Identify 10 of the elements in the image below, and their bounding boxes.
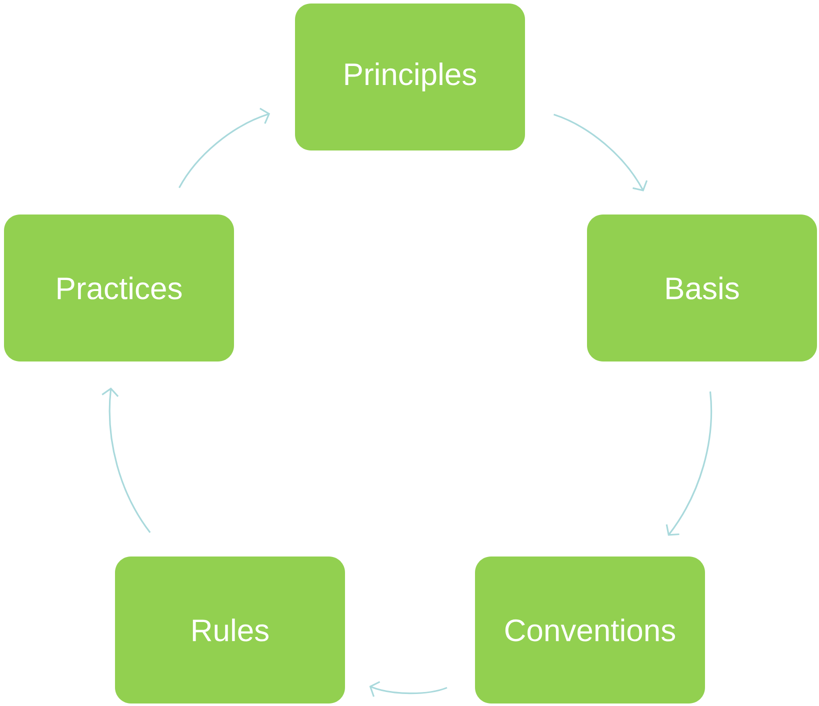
process-box: Practices: [4, 214, 234, 362]
process-box: Conventions: [475, 556, 705, 704]
process-box: Basis: [587, 214, 817, 362]
arrow: [369, 681, 448, 697]
arrow: [102, 388, 151, 533]
arrow: [666, 391, 712, 536]
arrow: [178, 108, 270, 188]
process-box: Rules: [115, 556, 345, 704]
arrow: [554, 114, 648, 192]
process-box: Principles: [295, 4, 525, 150]
